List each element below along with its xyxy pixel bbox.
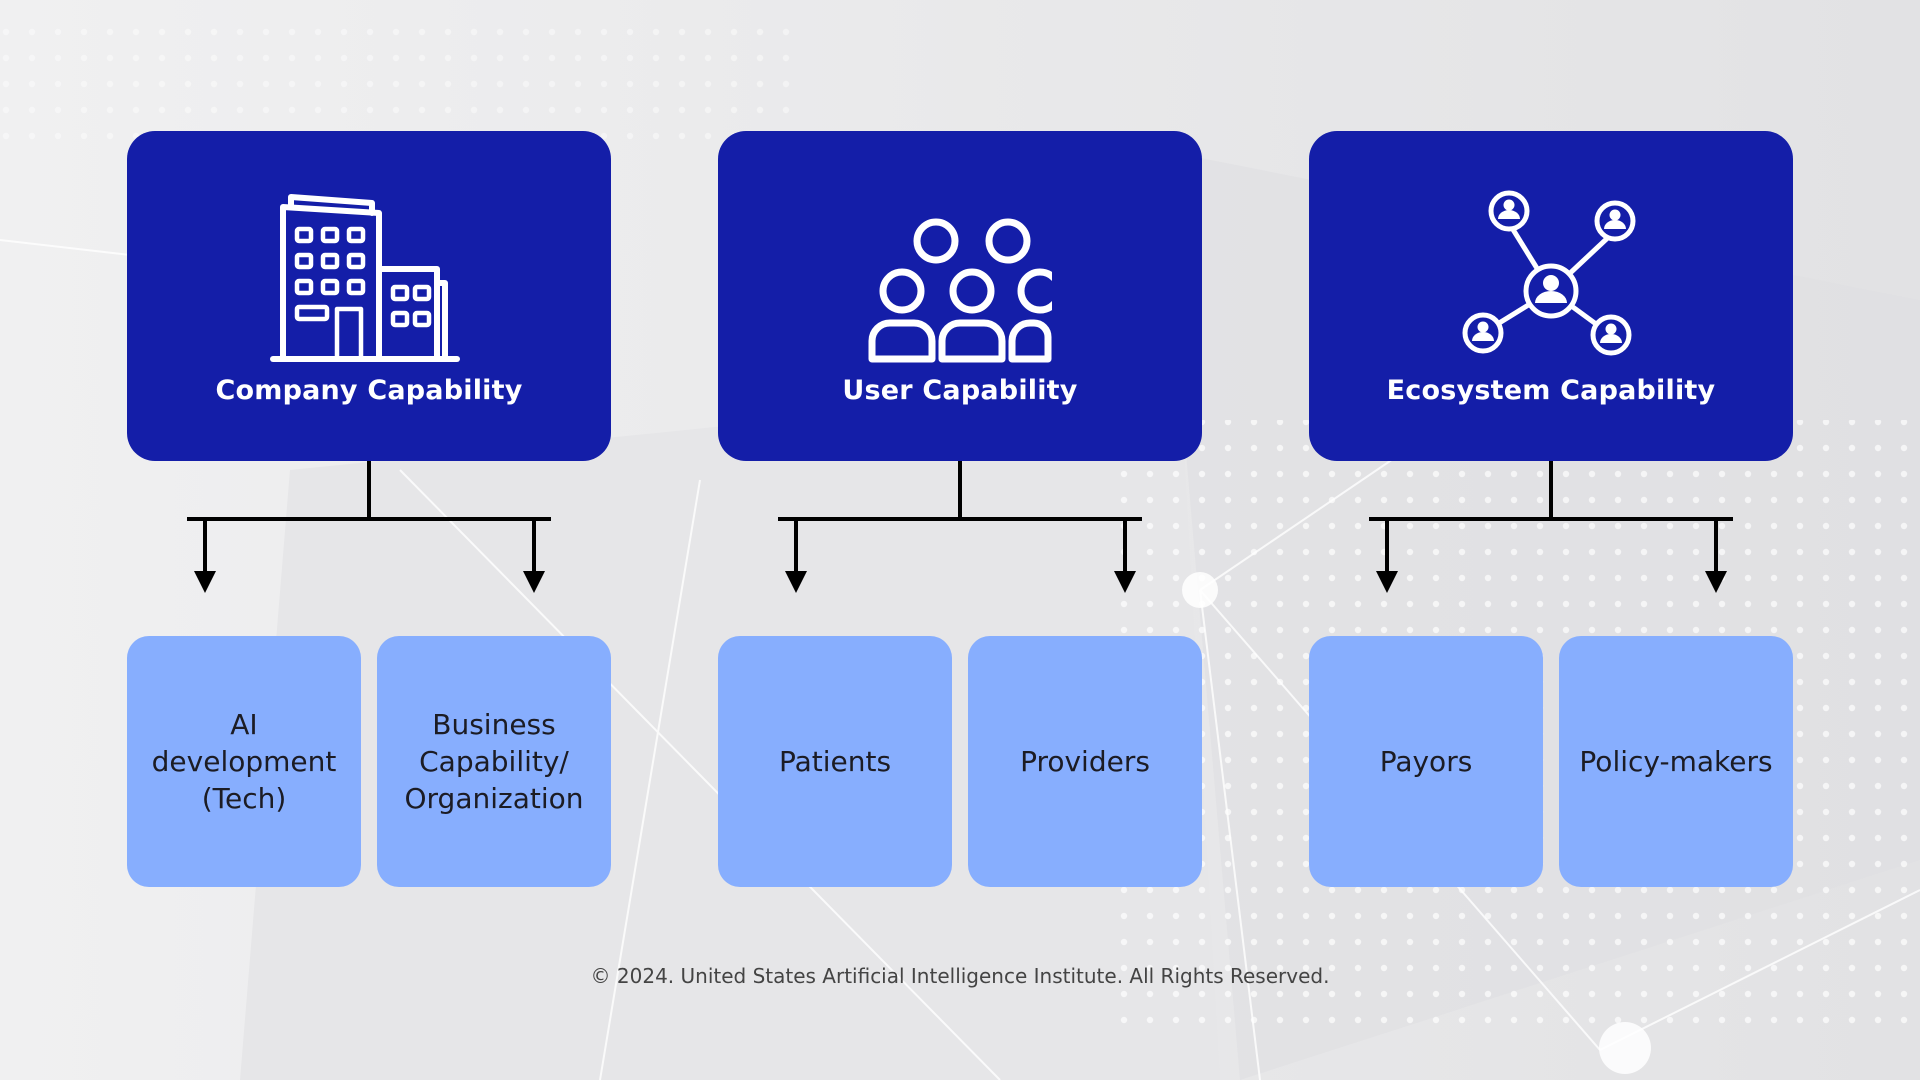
card-title: Company Capability [215, 375, 523, 406]
sub-card-payors: Payors [1309, 636, 1543, 887]
sub-card-label: Payors [1379, 745, 1473, 778]
ecosystem-branch-connector [1369, 461, 1733, 593]
sub-card-label: AI development (Tech) [151, 708, 337, 815]
company-branch-connector [187, 461, 551, 593]
card-title: User Capability [842, 375, 1078, 406]
user-branch-connector [778, 461, 1142, 593]
sub-card-label: Providers [1020, 745, 1150, 778]
sub-card-policy-makers: Policy-makers [1559, 636, 1793, 887]
user-capability-card: User Capability [718, 131, 1202, 461]
network-icon [1462, 190, 1636, 356]
sub-card-label: Patients [778, 745, 892, 778]
building-icon [270, 194, 460, 362]
sub-card-label: Business Capability/ Organization [404, 708, 584, 815]
sub-card-label: Policy-makers [1579, 745, 1773, 778]
sub-card-providers: Providers [968, 636, 1202, 887]
ecosystem-capability-card: Ecosystem Capability [1309, 131, 1793, 461]
sub-card-ai-development: AI development (Tech) [127, 636, 361, 887]
company-capability-card: Company Capability [127, 131, 611, 461]
card-title: Ecosystem Capability [1386, 375, 1716, 406]
sub-card-business-capability: Business Capability/ Organization [377, 636, 611, 887]
sub-card-patients: Patients [718, 636, 952, 887]
people-group-icon [868, 218, 1052, 363]
copyright-footer: © 2024. United States Artificial Intelli… [590, 964, 1330, 988]
